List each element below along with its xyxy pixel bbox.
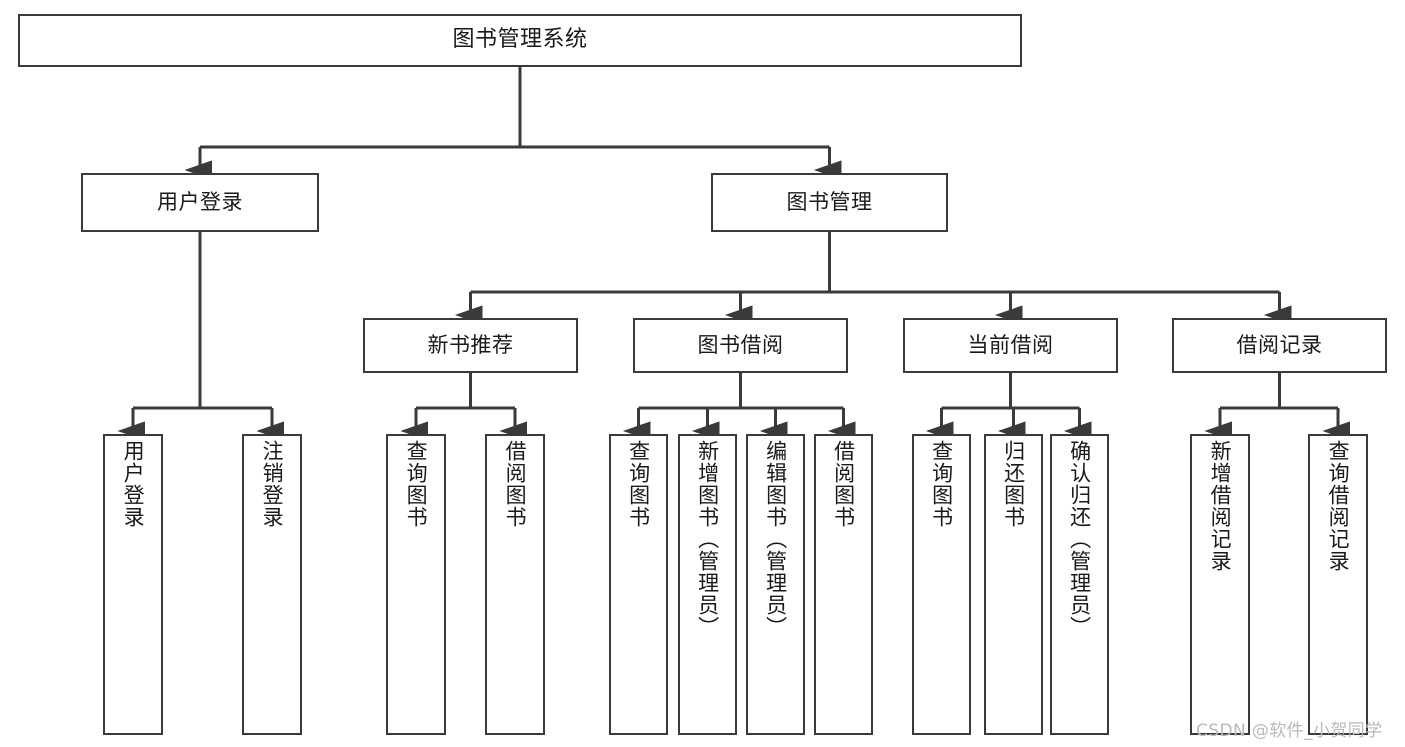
node-leaf-current-search[interactable]: 查询图书 xyxy=(912,434,971,735)
node-label: 图书管理系统 xyxy=(452,27,588,53)
node-label: 确认归还（管理员） xyxy=(1067,440,1092,638)
node-leaf-record-add[interactable]: 新增借阅记录 xyxy=(1190,434,1250,735)
node-borrow[interactable]: 图书借阅 xyxy=(633,318,848,373)
node-label: 当前借阅 xyxy=(967,332,1054,357)
node-leaf-borrow-search[interactable]: 查询图书 xyxy=(609,434,668,735)
node-leaf-new-borrow[interactable]: 借阅图书 xyxy=(485,434,545,735)
node-label: 用户登录 xyxy=(121,440,146,528)
node-records[interactable]: 借阅记录 xyxy=(1172,318,1387,373)
node-label: 新书推荐 xyxy=(427,332,514,357)
node-label: 归还图书 xyxy=(1001,440,1026,528)
node-leaf-current-return[interactable]: 归还图书 xyxy=(984,434,1043,735)
node-label: 查询借阅记录 xyxy=(1326,440,1351,572)
node-newbook[interactable]: 新书推荐 xyxy=(363,318,578,373)
node-label: 用户登录 xyxy=(157,189,243,214)
node-label: 图书借阅 xyxy=(697,332,784,357)
node-label: 新增图书（管理员） xyxy=(695,440,720,638)
node-current[interactable]: 当前借阅 xyxy=(903,318,1118,373)
node-label: 查询图书 xyxy=(404,440,429,528)
node-label: 图书管理 xyxy=(786,189,873,214)
node-label: 借阅图书 xyxy=(503,440,528,528)
node-leaf-user-logout[interactable]: 注销登录 xyxy=(242,434,302,735)
node-label: 编辑图书（管理员） xyxy=(763,440,788,638)
node-label: 注销登录 xyxy=(260,440,285,528)
node-label: 借阅记录 xyxy=(1236,332,1323,357)
node-leaf-user-login[interactable]: 用户登录 xyxy=(103,434,163,735)
node-label: 新增借阅记录 xyxy=(1208,440,1233,572)
node-leaf-current-confirm[interactable]: 确认归还（管理员） xyxy=(1050,434,1109,735)
node-leaf-borrow-lend[interactable]: 借阅图书 xyxy=(814,434,873,735)
node-leaf-borrow-add[interactable]: 新增图书（管理员） xyxy=(678,434,737,735)
node-label: 查询图书 xyxy=(929,440,954,528)
node-label: 借阅图书 xyxy=(831,440,856,528)
node-leaf-new-search[interactable]: 查询图书 xyxy=(386,434,446,735)
node-login[interactable]: 用户登录 xyxy=(81,173,319,232)
node-leaf-borrow-edit[interactable]: 编辑图书（管理员） xyxy=(746,434,805,735)
node-label: 查询图书 xyxy=(626,440,651,528)
node-bookmgmt[interactable]: 图书管理 xyxy=(711,173,948,232)
node-leaf-record-search[interactable]: 查询借阅记录 xyxy=(1308,434,1368,735)
node-root[interactable]: 图书管理系统 xyxy=(18,14,1022,67)
watermark: CSDN @软件_小贺同学 xyxy=(1196,721,1383,741)
